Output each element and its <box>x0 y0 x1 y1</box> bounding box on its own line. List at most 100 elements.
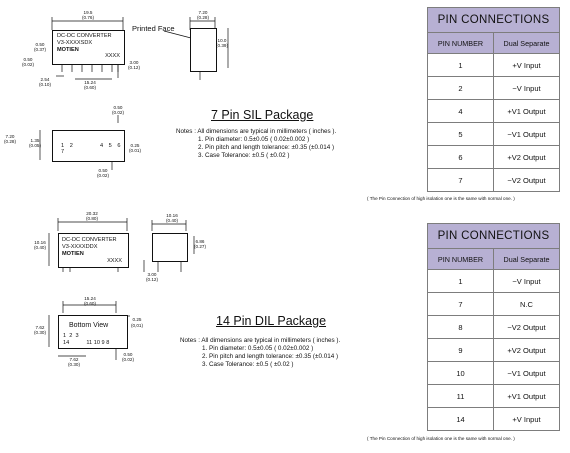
pin-number-cell: 11 <box>427 384 494 408</box>
sil-label-line1: DC-DC CONVERTER <box>57 33 112 39</box>
table-row: 14+V Input <box>427 407 560 431</box>
sil-bottom-pinw: 0.50 <box>113 105 123 110</box>
pin-number-cell: 4 <box>427 99 494 123</box>
sil-dim-pitch-in: (0.10) <box>38 82 51 87</box>
dil-side-dim-in: (0.40) <box>165 218 178 223</box>
dil-pin-w2: 0.50 <box>123 352 133 357</box>
dil-pin-10: 10 <box>93 340 100 346</box>
table-row: 7−V2 Output <box>427 168 560 192</box>
dil-pin-2: 2 <box>69 333 73 339</box>
pin-number-cell: 6 <box>427 145 494 169</box>
sil-side-dim: 7.20 <box>198 10 208 15</box>
sil-dim-pitch: 2.54 <box>40 77 50 82</box>
sil-dim-offset-in: (0.37) <box>33 47 46 52</box>
dil-notes: Notes : All dimensions are typical in mi… <box>180 337 340 369</box>
sil-bottom-pinw3-in: (0.02) <box>96 173 109 178</box>
pin-function-cell: N.C <box>493 292 560 316</box>
pin-number-cell: 2 <box>427 76 494 100</box>
sil-pin-table: PIN CONNECTIONS PIN NUMBER Dual Separate… <box>427 7 560 192</box>
sil-col-dual-separate: Dual Separate <box>493 32 560 54</box>
sil-pin-1: 1 <box>61 143 67 149</box>
dil-bottom-view-label: Bottom View <box>69 322 109 329</box>
sil-notes: Notes : All dimensions are typical in mi… <box>176 128 336 160</box>
sil-bottom-body: 1 2 4 5 6 7 <box>52 130 125 162</box>
sil-table-title: PIN CONNECTIONS <box>427 7 560 33</box>
table-row: 8−V2 Output <box>427 315 560 339</box>
dil-side-h: 6.86 <box>195 239 205 244</box>
pin-number-cell: 5 <box>427 122 494 146</box>
dil-pinlen-in: (0.12) <box>145 277 158 282</box>
sil-bottom-bodyh-in: (0.28) <box>3 139 16 144</box>
pin-function-cell: −V1 Output <box>493 122 560 146</box>
pin-function-cell: +V2 Output <box>493 145 560 169</box>
sil-brand: MOTIEN <box>57 47 79 53</box>
dil-bottom-pins: 14 11 10 9 8 <box>63 340 109 346</box>
dil-span: 15.24 <box>84 296 96 301</box>
dil-top-pins: 1 2 3 <box>63 333 79 339</box>
pin-function-cell: −V Input <box>493 76 560 100</box>
sil-height-dim: 10.0 <box>217 38 227 43</box>
sil-note-2: 2. Pin pitch and length tolerance: ±0.35… <box>198 144 335 151</box>
table-row: 9+V2 Output <box>427 338 560 362</box>
sil-bottom-bodyh: 7.20 <box>5 134 15 139</box>
sil-dim-offset: 0.50 <box>35 42 45 47</box>
pin-number-cell: 10 <box>427 361 494 385</box>
dil-table-footnote: ( The Pin Connection of high isolation o… <box>367 436 515 441</box>
dil-pin-w-in: (0,01) <box>130 323 143 328</box>
table-row: 4+V1 Output <box>427 99 560 123</box>
pin-number-cell: 7 <box>427 292 494 316</box>
dil-note-3: 3. Case Tolerance: ±0.5 ( ±0.02 ) <box>202 361 294 368</box>
pin-number-cell: 1 <box>427 269 494 293</box>
dil-label-line2: V3-XXXXDDX <box>62 244 98 250</box>
sil-note-1: 1. Pin diameter: 0.5±0.05 ( 0.02±0.002 ) <box>198 136 310 143</box>
pin-number-cell: 1 <box>427 53 494 77</box>
sil-dim-pinlen: 3.00 <box>129 60 139 65</box>
pin-function-cell: −V2 Output <box>493 315 560 339</box>
sil-pin-2: 2 <box>69 143 75 149</box>
dil-dim-top-in: (0.80) <box>85 216 98 221</box>
pin-function-cell: −V2 Output <box>493 168 560 192</box>
sil-bottom-offset-in: (0.05) <box>28 143 41 148</box>
table-row: 1−V Input <box>427 269 560 293</box>
dil-col-pin-number: PIN NUMBER <box>427 248 494 270</box>
dil-code: XXXX <box>107 258 122 264</box>
sil-pin-7: 7 <box>61 149 67 155</box>
dil-pin-11: 11 <box>86 340 93 346</box>
table-row: 2−V Input <box>427 76 560 100</box>
dil-bh-in: (0.30) <box>33 330 46 335</box>
sil-dim-top-width: 19.5 <box>83 10 93 15</box>
sil-dim-top-width-in: (0.76) <box>81 15 94 20</box>
pin-function-cell: +V Input <box>493 53 560 77</box>
sil-col-pin-number: PIN NUMBER <box>427 32 494 54</box>
dil-pinlen: 3.00 <box>147 272 157 277</box>
dil-bh: 7.62 <box>35 325 45 330</box>
dil-pin-w: 0.25 <box>132 317 142 322</box>
pin-function-cell: −V Input <box>493 269 560 293</box>
dil-side-h-in: (0.27) <box>193 244 206 249</box>
sil-pin-4: 4 <box>99 143 106 149</box>
sil-bottom-pinw3: 0.50 <box>98 168 108 173</box>
table-row: 5−V1 Output <box>427 122 560 146</box>
dil-note-2: 2. Pin pitch and length tolerance: ±0.35… <box>202 353 339 360</box>
sil-side-dim-in: (0.28) <box>196 15 209 20</box>
dil-pin-1: 1 <box>63 333 67 339</box>
dil-bottom-body: Bottom View 1 2 3 14 11 10 9 8 <box>58 315 128 349</box>
sil-bottom-pinw-in: (0.02) <box>111 110 124 115</box>
dil-row-spacing-in: (0.30) <box>67 362 80 367</box>
dil-front-body: DC-DC CONVERTER V3-XXXXDDX MOTIEN XXXX <box>58 233 129 268</box>
dil-pin-table: PIN CONNECTIONS PIN NUMBER Dual Separate… <box>427 223 560 431</box>
sil-notes-header: Notes : All dimensions are typical in mi… <box>176 128 337 135</box>
sil-table-footnote: ( The Pin Connection of high isolation o… <box>367 196 515 201</box>
pin-number-cell: 14 <box>427 407 494 431</box>
dil-dim-bodyh: 10.16 <box>34 240 46 245</box>
pin-function-cell: −V1 Output <box>493 361 560 385</box>
sil-code: XXXX <box>105 53 120 59</box>
pin-function-cell: +V1 Output <box>493 384 560 408</box>
sil-dim-pinlen-in: (0.12) <box>127 65 140 70</box>
dil-span-in: (0.60) <box>83 301 96 306</box>
dil-pin-9: 9 <box>101 340 105 346</box>
pin-number-cell: 8 <box>427 315 494 339</box>
sil-bottom-pinw2: 0.25 <box>130 143 140 148</box>
table-row: 6+V2 Output <box>427 145 560 169</box>
